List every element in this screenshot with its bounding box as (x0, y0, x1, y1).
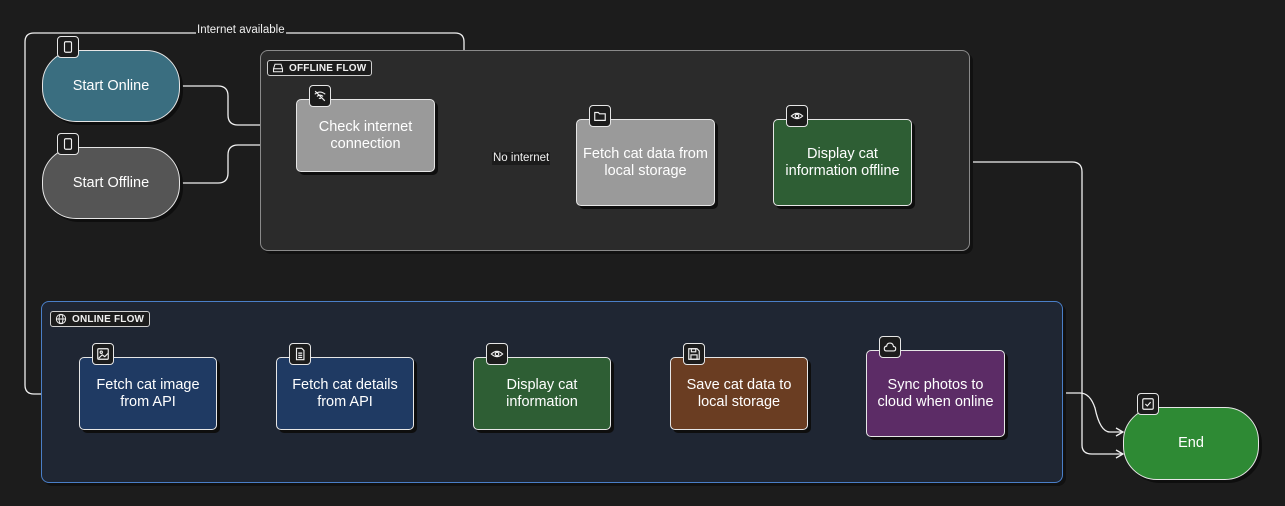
edge-sync-to-end (1005, 392, 1125, 437)
edge-start-offline-to-check (180, 140, 298, 184)
display-offline-node[interactable]: Display cat information offline (773, 119, 912, 206)
online-flow-label: ONLINE FLOW (50, 311, 151, 327)
drive-icon (272, 63, 284, 73)
check-internet-node[interactable]: Check internet connection (296, 99, 435, 172)
folder-icon (589, 105, 611, 127)
edge-label-no-internet: No internet (492, 152, 551, 165)
start-online-node[interactable]: Start Online (42, 50, 180, 122)
edge-label-internet-available: Internet available (196, 24, 286, 37)
checkbox-icon (1137, 393, 1159, 415)
fetch-local-node[interactable]: Fetch cat data from local storage (576, 119, 715, 206)
edge-start-online-to-check (180, 85, 298, 130)
end-node[interactable]: End (1123, 407, 1259, 480)
edge-display-offline-to-end (912, 161, 1125, 459)
document-icon (289, 343, 311, 365)
cloud-icon (879, 336, 901, 358)
start-offline-node[interactable]: Start Offline (42, 147, 180, 219)
tablet-icon (57, 133, 79, 155)
save-icon (683, 343, 705, 365)
fetch-details-node[interactable]: Fetch cat details from API (276, 357, 414, 430)
save-local-node[interactable]: Save cat data to local storage (670, 357, 808, 430)
sync-photos-node[interactable]: Sync photos to cloud when online (866, 350, 1005, 437)
display-info-node[interactable]: Display cat information (473, 357, 611, 430)
eye-icon (486, 343, 508, 365)
fetch-image-node[interactable]: Fetch cat image from API (79, 357, 217, 430)
tablet-icon (57, 36, 79, 58)
eye-icon (786, 105, 808, 127)
wifi-off-icon (309, 85, 331, 107)
globe-icon (55, 313, 67, 325)
image-icon (92, 343, 114, 365)
offline-flow-label: OFFLINE FLOW (267, 60, 373, 76)
